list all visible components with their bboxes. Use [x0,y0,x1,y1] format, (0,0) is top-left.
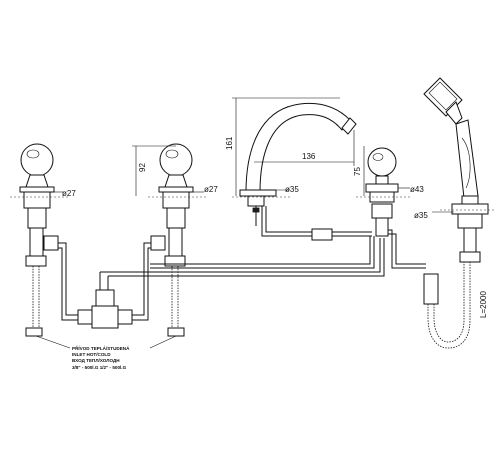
supply-pipe-outer [100,238,381,273]
right-valve-knob [159,143,193,177]
diverter-flange [365,183,399,193]
left-valve-dia-label: ø27 [62,189,76,198]
hose-connector-top [423,273,439,305]
shower-hose [423,262,471,349]
shower-holder-dia-label: ø35 [414,211,428,220]
left-valve-knob [20,143,54,177]
spout-height-label: 161 [225,136,234,150]
mixing-pipes [58,236,385,329]
left-valve-body [27,207,47,229]
spout-reach-label: 136 [302,152,316,161]
left-valve-neck [25,174,49,188]
shower-holder [451,203,489,215]
spout-base [239,189,277,197]
right-valve-dia-label: ø27 [204,185,218,194]
left-valve-nut [25,255,47,267]
left-tee-nut [77,309,93,325]
right-valve-neck [164,174,188,188]
right-valve-body [166,207,186,229]
right-valve [150,143,194,267]
right-valve-outlet-nut [150,235,166,251]
left-valve-flange [19,186,55,193]
inlet-note-line-1: PŘÍVOD TEPLÁ/STUDENÁ [72,344,130,351]
right-tee-nut [117,309,133,325]
left-inlet-connector [25,327,43,337]
right-knob-highlight [165,149,179,159]
inlet-note: PŘÍVOD TEPLÁ/STUDENÁ INLET HOT/COLD ВХОД… [72,344,130,370]
spout-arc [245,102,351,193]
inlet-leader-lines [35,335,177,349]
inlet-note-line-3: ВХОД ТЕПЛ/ХОЛОДН [72,358,120,363]
valve-height-label: 92 [138,163,147,172]
diverter-knob [367,147,397,177]
left-valve [19,143,59,267]
left-knob-highlight [26,149,40,159]
deck-lines [10,196,496,211]
spout [239,102,372,241]
inlet-note-line-2: INLET HOT/COLD [72,352,111,357]
inlet-note-line-4: 3/8" - 500l.G 1/2" - 500l.G [72,365,127,370]
right-valve-flange [158,186,194,193]
tee-body [91,305,119,329]
supply-pipe-inner [150,236,371,265]
spout-connector [311,228,333,241]
left-valve-outlet-nut [43,235,59,251]
right-valve-nut [164,255,186,267]
spout-base-dia-label: ø35 [285,185,299,194]
dimension-lines: ø27 92 ø27 161 136 ø35 75 ø43 ø35 L=2000 [52,97,488,318]
diverter-outlet [388,229,426,269]
hose-length-label: L=2000 [479,291,488,318]
diverter-height-label: 75 [353,167,362,176]
left-valve-base [23,191,51,209]
tee-top-nut [95,289,115,307]
diverter-body [371,203,393,219]
spout-tip [341,117,357,135]
diverter [365,147,426,269]
right-inlet-connector [167,327,185,337]
diverter-dia-label: ø43 [410,185,424,194]
right-valve-base [162,191,190,209]
hand-shower [423,77,489,263]
